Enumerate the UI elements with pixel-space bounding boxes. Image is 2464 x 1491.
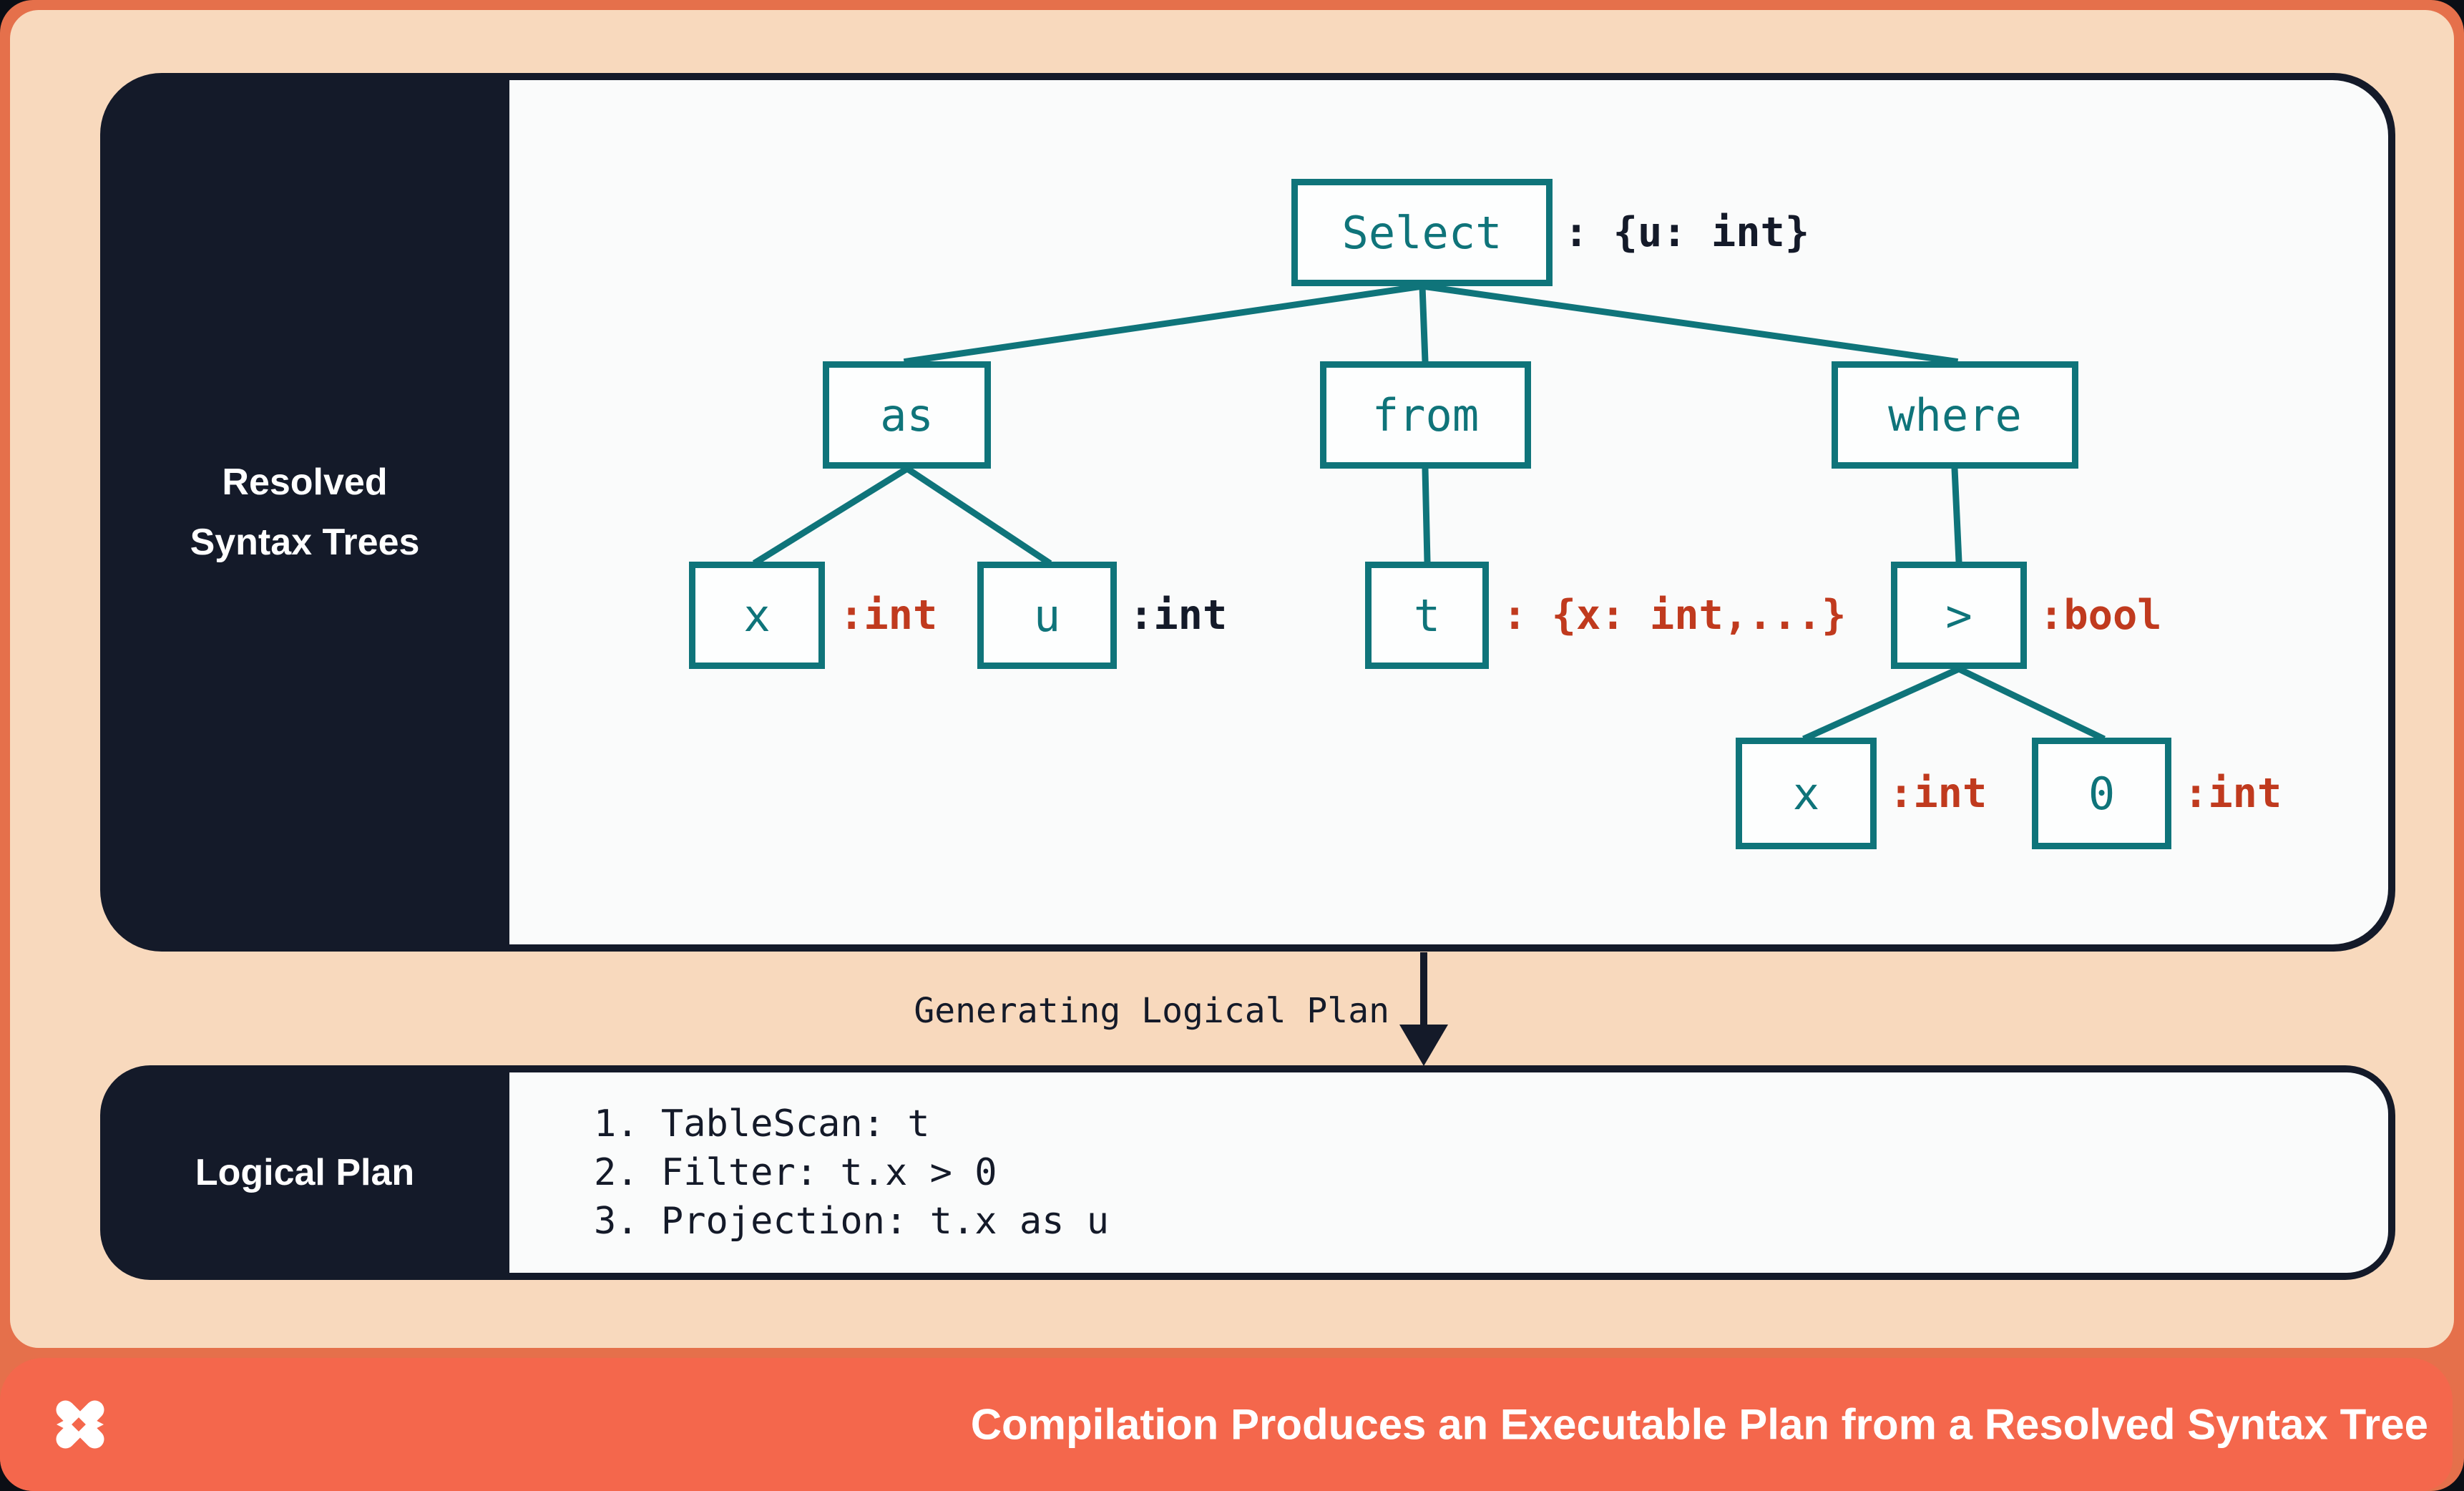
label-line: Resolved (222, 461, 388, 503)
tree-edge (1954, 664, 2106, 743)
transition-label: Generating Logical Plan (914, 991, 1389, 1031)
tree-node-label: > (1945, 589, 1972, 642)
tree-edge (903, 282, 1427, 366)
footer-bar: Compilation Produces an Executable Plan … (0, 1358, 2453, 1491)
type-annotation-x: :int (839, 592, 938, 639)
label-line: Syntax Trees (190, 522, 420, 563)
logical-plan-card: Logical Plan 1. TableScan: t 2. Filter: … (100, 1065, 2395, 1280)
tree-node-label: t (1413, 589, 1441, 642)
tree-node-x: x (689, 562, 825, 669)
plan-step: 1. TableScan: t (594, 1103, 930, 1145)
type-annotation-t: : {x: int,...} (1502, 592, 1847, 639)
plan-step: 2. Filter: t.x > 0 (594, 1151, 997, 1194)
tree-edges (752, 282, 2106, 743)
tree-node-label: x (1792, 767, 1820, 820)
tree-node-label: u (1033, 589, 1061, 642)
tree-edge (1802, 665, 1963, 742)
tree-node-zero: 0 (2032, 738, 2171, 849)
tree-edge (1951, 465, 1962, 565)
resolved-syntax-trees-label: Resolved Syntax Trees (100, 73, 509, 952)
logical-plan-panel: 1. TableScan: t 2. Filter: t.x > 0 3. Pr… (509, 1072, 2388, 1273)
tree-edge (1422, 465, 1431, 565)
pinwheel-x-logo (56, 1400, 104, 1449)
slide-title: Compilation Produces an Executable Plan … (970, 1400, 2428, 1449)
down-arrow-icon (1420, 952, 1427, 1027)
type-annotation-select: : {u: int} (1564, 209, 1810, 256)
tree-node-label: Select (1341, 206, 1502, 259)
tree-edge (902, 464, 1052, 567)
tree-node-t: t (1365, 562, 1489, 669)
tree-node-greater-than: > (1891, 562, 2027, 669)
tree-edge (1418, 282, 1959, 366)
type-annotation-greater-than: :bool (2039, 592, 2162, 639)
tree-node-label: where (1888, 388, 2022, 441)
tree-node-as: as (823, 361, 991, 469)
type-annotation-u: :int (1129, 592, 1228, 639)
tree-node-label: 0 (2088, 767, 2116, 820)
down-arrow-head-icon (1399, 1025, 1448, 1066)
tree-node-select: Select (1291, 179, 1553, 286)
tree-node-x-operand: x (1736, 738, 1877, 849)
tree-node-label: as (880, 388, 934, 441)
type-annotation-x-operand: :int (1889, 770, 1988, 817)
tree-node-from: from (1320, 361, 1531, 469)
tree-node-label: x (743, 589, 771, 642)
logical-plan-label: Logical Plan (100, 1065, 509, 1280)
tree-node-where: where (1832, 361, 2078, 469)
syntax-tree: Select as from where x u t > x 0 : {u: i… (509, 80, 2388, 944)
resolved-syntax-trees-card: Resolved Syntax Trees (100, 73, 2395, 952)
tree-edge (752, 464, 912, 567)
plan-step: 3. Projection: t.x as u (594, 1200, 1110, 1243)
tree-node-u: u (977, 562, 1117, 669)
type-annotation-zero: :int (2184, 770, 2282, 817)
tree-node-label: from (1372, 388, 1480, 441)
syntax-tree-panel: Select as from where x u t > x 0 : {u: i… (509, 80, 2388, 944)
tree-edge (1419, 283, 1429, 365)
label-line: Logical Plan (195, 1152, 415, 1193)
